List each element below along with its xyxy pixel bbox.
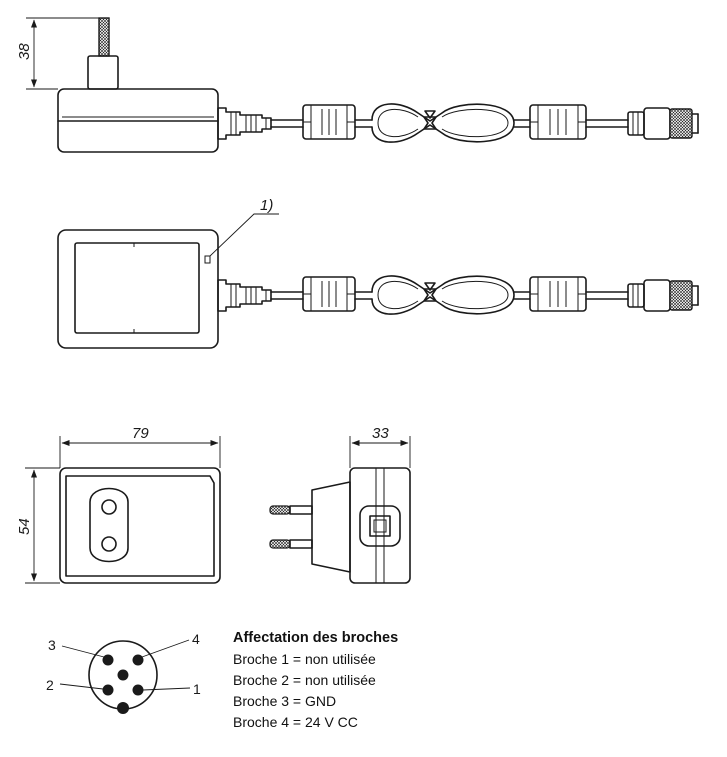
top-view: 1): [57, 197, 279, 349]
pin-2-dot: [102, 684, 114, 696]
pin-assignment-title: Affectation des broches: [233, 630, 399, 646]
cable-assembly-side: [217, 103, 699, 143]
plug-side-view: 33: [269, 425, 411, 584]
pin-assignment-line-3: Broche 3 = GND: [233, 693, 337, 709]
side-view: 38: [16, 17, 219, 153]
pin-3-dot: [102, 654, 114, 666]
coding-key: [117, 702, 129, 714]
dimension-depth: 33: [372, 425, 389, 442]
callout-label: 1): [260, 197, 273, 214]
pin-assignment-line-2: Broche 2 = non utilisée: [233, 672, 376, 688]
dimension-plug-height: 38: [16, 43, 33, 60]
pin-4-dot: [132, 654, 144, 666]
pin-label-3: 3: [48, 637, 56, 653]
cable-assembly-top: [217, 275, 699, 315]
pin-label-2: 2: [46, 677, 54, 693]
pin-assignment-legend: Affectation des broches Broche 1 = non u…: [233, 628, 398, 733]
pin-1-dot: [132, 684, 144, 696]
dimension-height: 54: [16, 518, 33, 535]
front-view: 79 54: [16, 425, 221, 584]
pin-label-4: 4: [192, 631, 200, 647]
dimension-width: 79: [132, 425, 149, 442]
pin-assignment-line-4: Broche 4 = 24 V CC: [233, 714, 358, 730]
pin-assignment-line-1: Broche 1 = non utilisée: [233, 651, 376, 667]
connector-pin-face: 3 4 2 1: [46, 631, 201, 714]
pin-label-1: 1: [193, 681, 201, 697]
pin-5-dot: [117, 669, 129, 681]
